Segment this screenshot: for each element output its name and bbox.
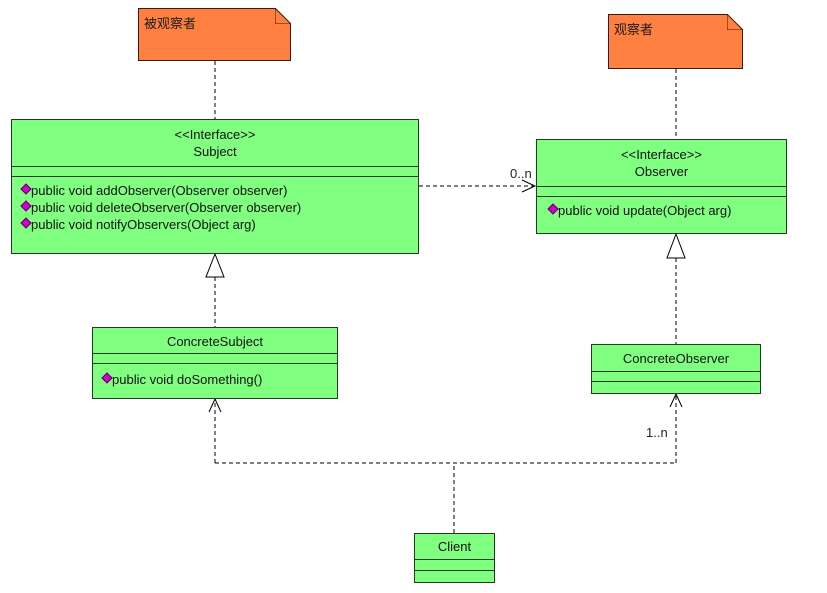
operation-signature: public void update(Object arg) bbox=[558, 203, 732, 218]
class-subject-operations: public void addObserver(Observer observe… bbox=[12, 177, 418, 233]
class-concrete-observer-header: ConcreteObserver bbox=[592, 345, 760, 372]
multiplicity-label-concrete-observer: 1..n bbox=[646, 425, 668, 440]
realization-triangle-observer bbox=[666, 232, 686, 259]
observer-note-text: 观察者 bbox=[614, 23, 654, 38]
operation-item[interactable]: public void doSomething() bbox=[101, 371, 337, 388]
subject-note-text: 被观察者 bbox=[144, 17, 197, 32]
class-subject-attributes bbox=[12, 167, 418, 177]
class-concrete-observer-name: ConcreteObserver bbox=[622, 351, 730, 366]
class-concrete-subject-attributes bbox=[93, 354, 337, 364]
operation-item[interactable]: public void notifyObservers(Object arg) bbox=[20, 216, 418, 233]
class-subject-stereotype: <<Interface>> bbox=[174, 127, 256, 142]
observer-note[interactable]: 观察者 bbox=[608, 14, 743, 69]
class-observer-name: Observer bbox=[634, 164, 689, 179]
class-concrete-subject[interactable]: ConcreteSubject public void doSomething(… bbox=[92, 327, 338, 399]
operation-item[interactable]: public void update(Object arg) bbox=[547, 202, 786, 219]
class-observer-attributes bbox=[537, 187, 786, 197]
dependency-arrowhead-concrete-observer bbox=[669, 392, 683, 408]
subject-note[interactable]: 被观察者 bbox=[138, 8, 291, 61]
class-concrete-subject-name: ConcreteSubject bbox=[166, 334, 264, 349]
public-operation-icon bbox=[101, 372, 113, 384]
operation-signature: public void notifyObservers(Object arg) bbox=[31, 217, 256, 232]
class-observer[interactable]: <<Interface>> Observer public void updat… bbox=[536, 139, 787, 234]
public-operation-icon bbox=[20, 183, 32, 195]
class-subject[interactable]: <<Interface>> Subject public void addObs… bbox=[11, 119, 419, 254]
class-concrete-observer-attributes bbox=[592, 372, 760, 382]
operation-item[interactable]: public void deleteObserver(Observer obse… bbox=[20, 199, 418, 216]
class-client-header: Client bbox=[415, 534, 494, 560]
operation-signature: public void doSomething() bbox=[112, 372, 263, 387]
multiplicity-label-observer: 0..n bbox=[510, 166, 532, 181]
class-client-name: Client bbox=[437, 539, 472, 554]
operation-item[interactable]: public void addObserver(Observer observe… bbox=[20, 182, 418, 199]
dependency-arrowhead-concrete-subject bbox=[208, 397, 222, 413]
class-client-attributes bbox=[415, 560, 494, 571]
public-operation-icon bbox=[20, 217, 32, 229]
public-operation-icon bbox=[547, 203, 559, 215]
realization-triangle-subject bbox=[205, 252, 225, 278]
class-concrete-observer[interactable]: ConcreteObserver bbox=[591, 344, 761, 394]
operation-signature: public void addObserver(Observer observe… bbox=[31, 183, 288, 198]
class-observer-stereotype: <<Interface>> bbox=[621, 147, 702, 162]
class-subject-header: <<Interface>> Subject bbox=[12, 120, 418, 167]
public-operation-icon bbox=[20, 200, 32, 212]
class-subject-name: Subject bbox=[193, 144, 237, 159]
class-observer-operations: public void update(Object arg) bbox=[537, 197, 786, 219]
note-fold-icon bbox=[275, 8, 291, 24]
note-fold-icon bbox=[727, 14, 743, 30]
class-client[interactable]: Client bbox=[414, 533, 495, 583]
class-concrete-subject-header: ConcreteSubject bbox=[93, 328, 337, 354]
operation-signature: public void deleteObserver(Observer obse… bbox=[31, 200, 302, 215]
class-concrete-subject-operations: public void doSomething() bbox=[93, 364, 337, 388]
class-observer-header: <<Interface>> Observer bbox=[537, 140, 786, 187]
dependency-arrowhead-observer bbox=[521, 179, 537, 193]
